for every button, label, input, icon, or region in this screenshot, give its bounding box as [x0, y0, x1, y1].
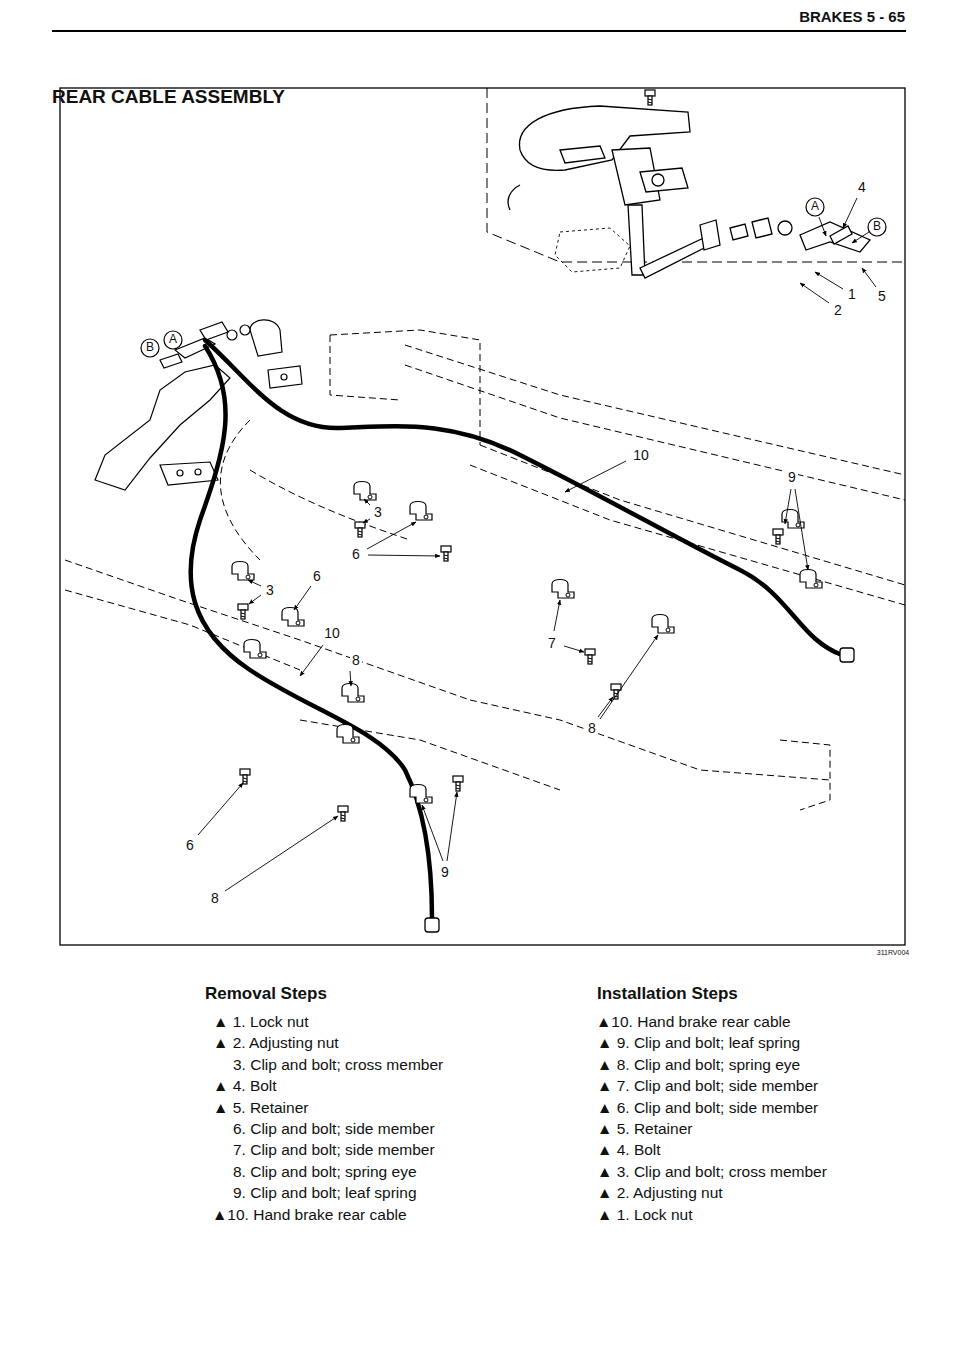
list-heading: Removal Steps — [205, 984, 327, 1004]
step-item: ▲10. Hand brake rear cable — [596, 1013, 791, 1031]
hand-brake-rear-cable — [191, 340, 842, 918]
header-rule — [52, 30, 906, 32]
circle-marker — [141, 198, 886, 357]
page-header: BRAKES 5 - 65 — [799, 8, 905, 25]
cable-end-fitting — [425, 648, 854, 932]
step-item: ▲ 1. Lock nut — [597, 1206, 692, 1224]
callout-number: 3 — [372, 504, 384, 520]
callout-letter: B — [146, 341, 154, 355]
step-item: ▲ 7. Clip and bolt; side member — [597, 1077, 818, 1095]
callout-number: 3 — [264, 582, 276, 598]
step-item: ▲10. Hand brake rear cable — [212, 1206, 407, 1224]
callout-number: 6 — [311, 568, 323, 584]
step-item: ▲ 2. Adjusting nut — [213, 1034, 339, 1052]
section-title: REAR CABLE ASSEMBLY — [52, 86, 285, 108]
callout-number: 1 — [846, 286, 858, 302]
inset-divider — [487, 88, 905, 262]
callout-number: 6 — [184, 837, 196, 853]
step-item: ▲ 1. Lock nut — [213, 1013, 308, 1031]
step-item: 8. Clip and bolt; spring eye — [233, 1163, 417, 1181]
callout-letter: A — [169, 333, 177, 347]
step-item: 9. Clip and bolt; leaf spring — [233, 1184, 417, 1202]
bolt — [645, 90, 655, 105]
figure-frame — [60, 88, 905, 945]
figure-code: 311RV004 — [877, 949, 909, 957]
callout-number: 2 — [832, 302, 844, 318]
step-item: 6. Clip and bolt; side member — [233, 1120, 435, 1138]
console-outline — [555, 228, 630, 272]
step-item: ▲ 9. Clip and bolt; leaf spring — [597, 1034, 800, 1052]
callout-letter: A — [811, 200, 819, 214]
list-heading: Installation Steps — [597, 984, 738, 1004]
callout-number: 5 — [876, 288, 888, 304]
callout-number: 8 — [350, 652, 362, 668]
step-item: 7. Clip and bolt; side member — [233, 1141, 435, 1159]
callout-number: 9 — [439, 864, 451, 880]
callout-number: 6 — [350, 546, 362, 562]
leader-line — [198, 198, 876, 891]
callout-number: 4 — [856, 179, 868, 195]
callout-number: 8 — [586, 720, 598, 736]
step-item: ▲ 5. Retainer — [597, 1120, 692, 1138]
hand-brake-lever — [508, 106, 870, 278]
callout-number: 7 — [546, 635, 558, 651]
step-item: ▲ 4. Bolt — [597, 1141, 661, 1159]
callout-number: 10 — [631, 447, 651, 463]
step-item: 3. Clip and bolt; cross member — [233, 1056, 443, 1074]
clip-and-bolt — [232, 482, 822, 822]
step-item: ▲ 6. Clip and bolt; side member — [597, 1099, 818, 1117]
step-item: ▲ 3. Clip and bolt; cross member — [597, 1163, 827, 1181]
callout-number: 10 — [322, 625, 342, 641]
step-item: ▲ 4. Bolt — [213, 1077, 277, 1095]
step-item: ▲ 8. Clip and bolt; spring eye — [597, 1056, 800, 1074]
callout-number: 9 — [786, 469, 798, 485]
step-item: ▲ 2. Adjusting nut — [597, 1184, 723, 1202]
callout-letter: B — [873, 220, 881, 234]
callout-number: 8 — [209, 890, 221, 906]
step-item: ▲ 5. Retainer — [213, 1099, 308, 1117]
